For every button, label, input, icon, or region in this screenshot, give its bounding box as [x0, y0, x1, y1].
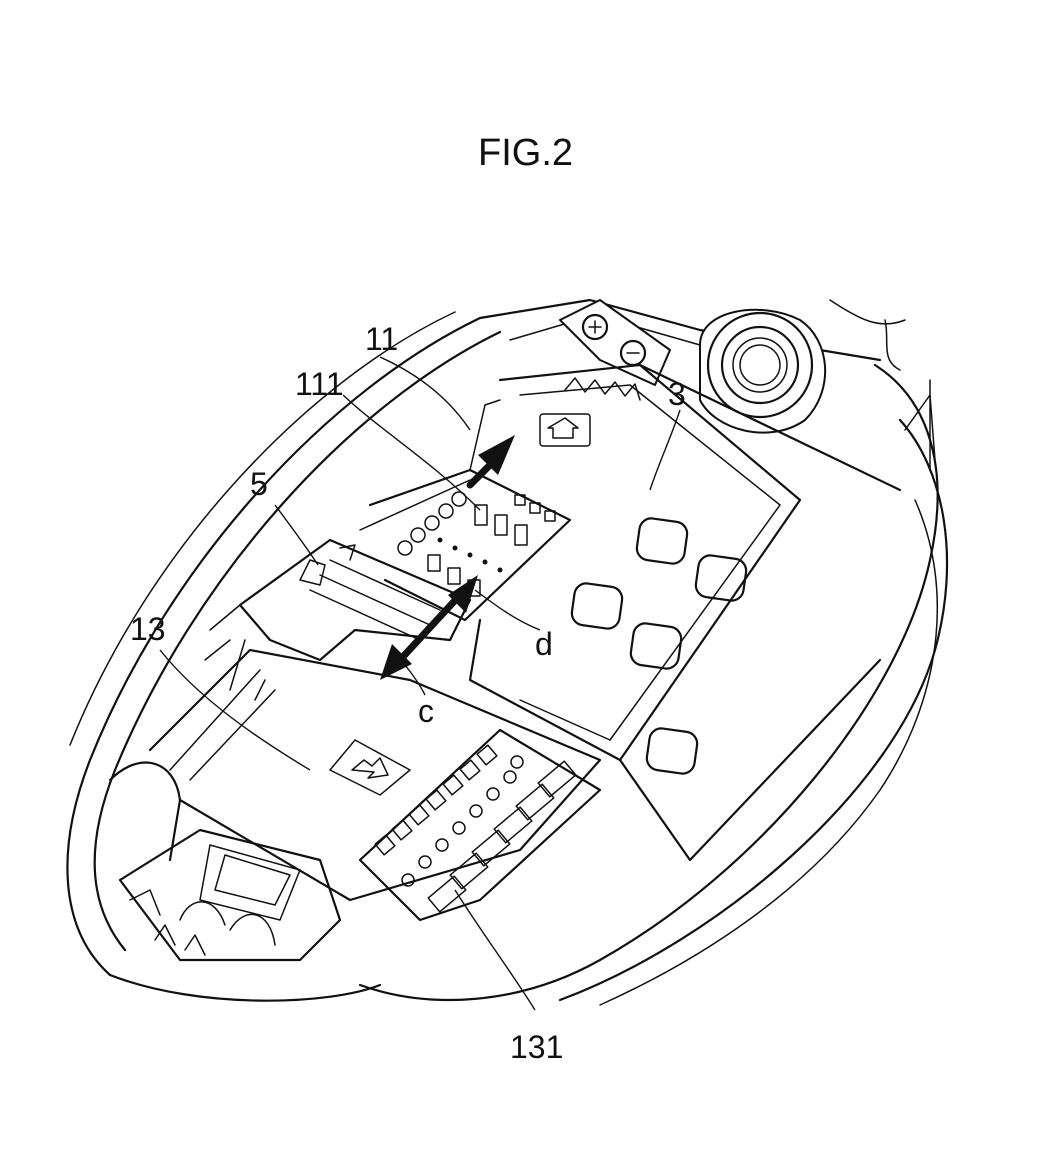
screw-plate — [560, 300, 670, 400]
label-d: d — [535, 626, 553, 662]
motion-arrow-double — [380, 575, 478, 680]
label-3: 3 — [668, 376, 686, 412]
card-tray-13 — [150, 640, 600, 900]
label-5: 5 — [250, 466, 268, 502]
figure-title: FIG.2 — [478, 132, 573, 174]
label-13: 13 — [130, 611, 166, 647]
label-c: c — [418, 693, 434, 729]
label-11: 11 — [365, 321, 398, 357]
label-111: 111 — [295, 366, 344, 402]
connector-131 — [360, 730, 600, 920]
lower-mechanism — [110, 763, 340, 960]
label-131: 131 — [510, 1029, 563, 1065]
up-arrow-symbol — [540, 414, 590, 446]
battery-bay — [470, 365, 900, 860]
round-connector — [700, 310, 825, 433]
panel-3 — [570, 517, 747, 775]
